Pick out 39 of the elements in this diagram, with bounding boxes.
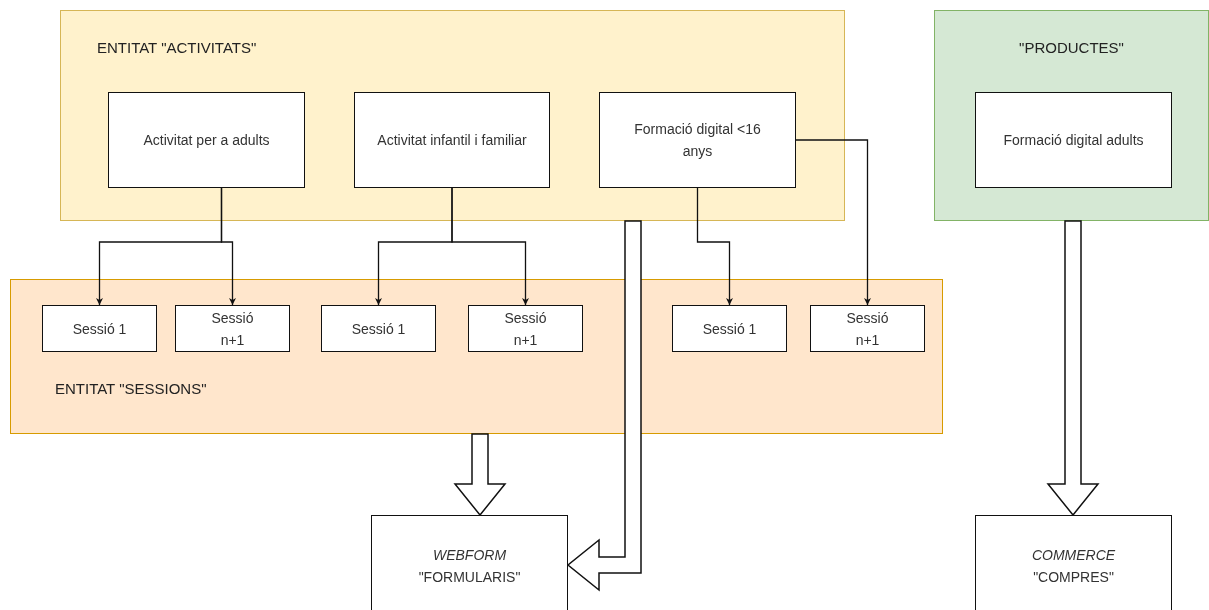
box-label: Sessió n+1 — [503, 308, 548, 350]
box-label: Sessió n+1 — [210, 308, 255, 350]
process-box — [599, 92, 796, 188]
process-box — [672, 305, 787, 352]
process-box — [468, 305, 583, 352]
process-box — [975, 515, 1172, 610]
process-box — [108, 92, 305, 188]
box-label: Sessió 1 — [351, 319, 406, 339]
box-label: Activitat infantil i familiar — [377, 131, 527, 150]
box-label: Sessió 1 — [72, 319, 127, 339]
box-label: WEBFORM — [432, 546, 507, 565]
box-label: "COMPRES" — [1033, 568, 1114, 587]
group-container — [10, 279, 943, 434]
group-container — [934, 10, 1209, 221]
box-label: "FORMULARIS" — [418, 568, 521, 587]
box-label: Activitat per a adults — [143, 131, 270, 150]
box-label: Sessió 1 — [702, 319, 757, 339]
group-title: "PRODUCTES" — [1018, 39, 1125, 56]
process-box — [354, 92, 550, 188]
process-box — [175, 305, 290, 352]
box-label: COMMERCE — [1031, 546, 1116, 565]
process-box — [810, 305, 925, 352]
box-label: Sessió n+1 — [845, 308, 890, 350]
group-title: ENTITAT "ACTIVITATS" — [97, 39, 257, 56]
box-label: Formació digital adults — [1003, 131, 1144, 150]
arrow — [451, 187, 529, 306]
process-box — [371, 515, 568, 610]
group-title: ENTITAT "SESSIONS" — [55, 380, 207, 397]
process-box — [321, 305, 436, 352]
block-arrow — [566, 220, 642, 592]
block-arrow — [1046, 220, 1100, 517]
arrow — [220, 187, 236, 306]
box-label: Formació digital <16 anys — [633, 120, 762, 161]
arrow — [696, 187, 733, 306]
group-container — [60, 10, 845, 221]
process-box — [975, 92, 1172, 188]
block-arrow — [453, 433, 507, 517]
arrow — [795, 139, 871, 306]
process-box — [42, 305, 157, 352]
